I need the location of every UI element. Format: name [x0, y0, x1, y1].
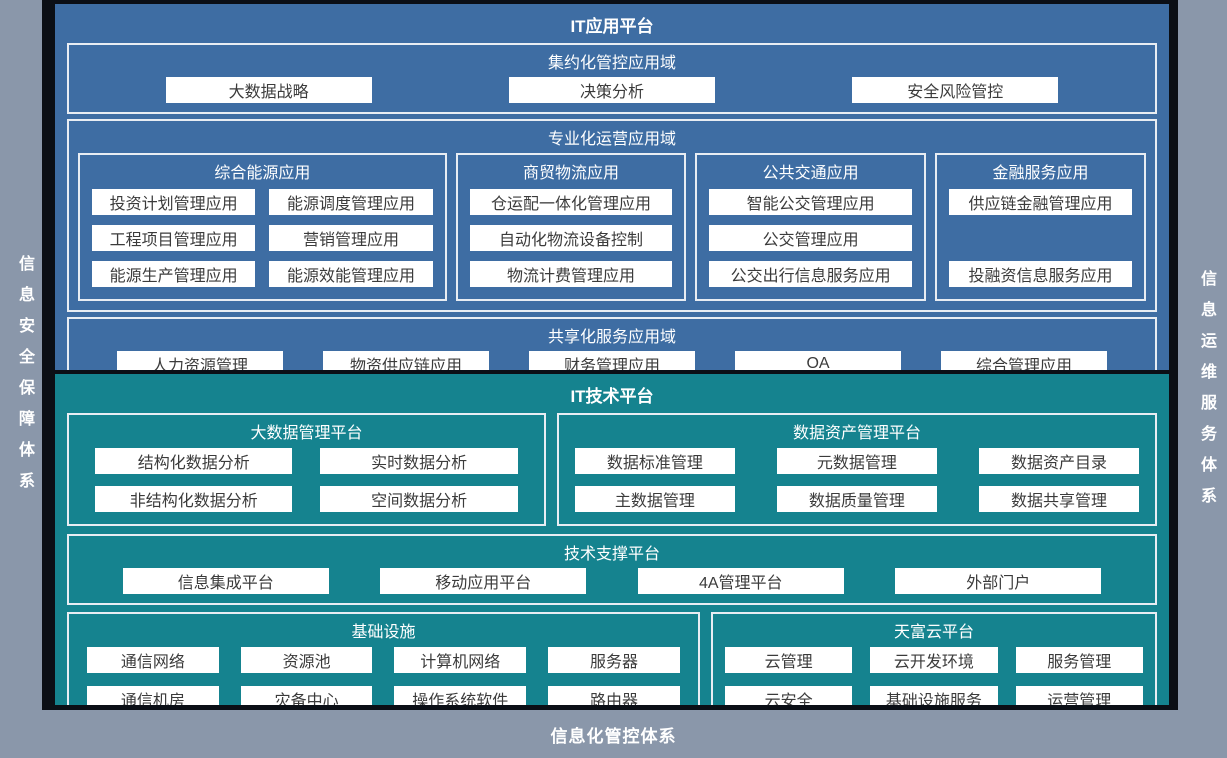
tech-item-box: 云安全	[724, 685, 853, 705]
app-item-box: 安全风险管控	[852, 77, 1059, 103]
group-financial-services: 金融服务应用 供应链金融管理应用投融资信息服务应用	[935, 153, 1146, 301]
group-title: 综合能源应用	[214, 165, 311, 182]
data-asset-items: 数据标准管理 元数据管理 数据资产目录主数据管理 数据质量管理 数据共享管理	[559, 445, 1155, 524]
tech-support-platform: 技术支撑平台 信息集成平台 移动应用平台 4A管理平台 外部门户	[67, 533, 1157, 605]
it-application-platform-section: IT应用平台 集约化管控应用域 大数据战略 决策分析 安全风险管控 专业化运营应用域…	[55, 4, 1169, 370]
tech-item-box: 数据共享管理	[978, 485, 1139, 512]
tech-item-box: 云开发环境	[870, 646, 998, 673]
tech-support-title: 技术支撑平台	[563, 545, 660, 563]
app-item-box: 物资供应链应用	[323, 351, 489, 370]
tech-item-box: 通信网络	[87, 646, 219, 673]
shared-domain-items: 人力资源管理 物资供应链应用 财务管理应用 OA 综合管理应用	[69, 349, 1155, 370]
infrastructure-title: 基础设施	[351, 623, 416, 641]
tech-item-box: 计算机网络	[394, 646, 527, 673]
group-items: 供应链金融管理应用投融资信息服务应用	[937, 185, 1144, 299]
tech-item-box: 主数据管理	[574, 485, 735, 512]
left-sidebar-label: 信息安全保障体系	[16, 255, 33, 503]
app-item-box: 仓运配一体化管理应用	[469, 189, 673, 215]
tech-item-box: 实时数据分析	[320, 447, 518, 474]
group-items: 投资计划管理应用能源调度管理应用工程项目管理应用营销管理应用能源生产管理应用能源…	[80, 185, 445, 299]
tech-item-box: 灾备中心	[240, 685, 373, 705]
tech-item-box: 基础设施服务	[870, 685, 998, 705]
infrastructure-items: 通信网络资源池计算机网络服务器通信机房 灾备中心 操作系统软件 路由器	[69, 644, 698, 705]
tech-item-box: 结构化数据分析	[95, 447, 293, 474]
app-item-box: 能源生产管理应用	[92, 261, 256, 287]
specialized-domain-title: 专业化运营应用域	[547, 131, 676, 148]
tech-support-items: 信息集成平台 移动应用平台 4A管理平台 外部门户	[69, 566, 1155, 603]
tech-item-box: 通信机房	[87, 685, 219, 705]
tech-item-box: 服务管理	[1015, 646, 1143, 673]
tech-item-box: 非结构化数据分析	[95, 485, 293, 512]
app-item-box: 能源调度管理应用	[269, 189, 433, 215]
app-item-box: 投融资信息服务应用	[949, 261, 1132, 287]
tech-item-box: 信息集成平台	[122, 567, 329, 594]
architecture-panel: IT应用平台 集约化管控应用域 大数据战略 决策分析 安全风险管控 专业化运营应用域…	[42, 0, 1178, 710]
app-item-box: 人力资源管理	[117, 351, 283, 370]
app-item-box: 投资计划管理应用	[92, 189, 256, 215]
app-item-box: 财务管理应用	[529, 351, 695, 370]
tech-item-box: 数据标准管理	[574, 447, 735, 474]
cloud-title: 天富云平台	[893, 623, 974, 641]
tech-item-box: 路由器	[548, 685, 680, 705]
tech-item-box: 资源池	[240, 646, 373, 673]
centralized-control-domain: 集约化管控应用域 大数据战略 决策分析 安全风险管控	[67, 43, 1157, 114]
group-items: 仓运配一体化管理应用自动化物流设备控制物流计费管理应用	[458, 185, 685, 299]
app-item-box: 工程项目管理应用	[92, 225, 256, 251]
centralized-domain-title: 集约化管控应用域	[547, 55, 676, 72]
bigdata-management-platform: 大数据管理平台 结构化数据分析实时数据分析非结构化数据分析空间数据分析	[67, 412, 546, 526]
app-item-box: 自动化物流设备控制	[469, 225, 673, 251]
data-asset-title: 数据资产管理平台	[792, 424, 921, 442]
group-items: 智能公交管理应用公交管理应用公交出行信息服务应用	[697, 185, 924, 299]
data-asset-management-platform: 数据资产管理平台 数据标准管理 元数据管理 数据资产目录主数据管理 数据质量管理 数据共…	[556, 412, 1157, 526]
bigdata-items: 结构化数据分析实时数据分析非结构化数据分析空间数据分析	[69, 445, 544, 524]
app-item-box: 公交出行信息服务应用	[709, 261, 913, 287]
tech-item-box: 元数据管理	[776, 447, 937, 474]
app-item-box: 供应链金融管理应用	[949, 189, 1132, 215]
app-item-box: 能源效能管理应用	[269, 261, 433, 287]
tech-item-box: 空间数据分析	[320, 485, 518, 512]
app-item-box: OA	[735, 351, 901, 370]
group-title: 公共交通应用	[762, 165, 859, 182]
right-sidebar-label: 信息运维服务体系	[1198, 270, 1215, 518]
tech-platform-title: IT技术平台	[570, 386, 654, 406]
app-platform-title: IT应用平台	[570, 17, 654, 36]
it-technology-platform-section: IT技术平台 大数据管理平台 结构化数据分析实时数据分析非结构化数据分析空间数据…	[55, 373, 1169, 705]
tech-item-box: 4A管理平台	[637, 567, 844, 594]
tech-item-box: 云管理	[724, 646, 853, 673]
tech-item-box: 外部门户	[895, 567, 1102, 594]
app-item-box: 物流计费管理应用	[469, 261, 673, 287]
infrastructure-group: 基础设施 通信网络资源池计算机网络服务器通信机房 灾备中心 操作系统软件 路由器	[67, 611, 700, 705]
centralized-domain-items: 大数据战略 决策分析 安全风险管控	[69, 75, 1155, 112]
specialized-operation-domain: 专业化运营应用域 综合能源应用 投资计划管理应用能源调度管理应用工程项目管理应用…	[67, 119, 1157, 312]
group-public-transport: 公共交通应用 智能公交管理应用公交管理应用公交出行信息服务应用	[695, 153, 927, 301]
app-item-box: 公交管理应用	[709, 225, 913, 251]
specialized-groups-row: 综合能源应用 投资计划管理应用能源调度管理应用工程项目管理应用营销管理应用能源生…	[69, 151, 1155, 310]
cloud-items: 云管理云开发环境服务管理云安全基础设施服务运营管理	[713, 644, 1155, 705]
bottom-bar-label: 信息化管控体系	[550, 726, 677, 746]
tech-item-box: 数据资产目录	[978, 447, 1139, 474]
bigdata-title: 大数据管理平台	[250, 424, 363, 442]
tech-item-box: 数据质量管理	[776, 485, 937, 512]
shared-service-domain: 共享化服务应用域 人力资源管理 物资供应链应用 财务管理应用 OA 综合管理应用	[67, 317, 1157, 370]
app-item-box: 智能公交管理应用	[709, 189, 913, 215]
group-title: 金融服务应用	[992, 165, 1089, 182]
tech-item-box: 服务器	[548, 646, 680, 673]
tech-item-box: 移动应用平台	[380, 567, 587, 594]
group-trade-logistics: 商贸物流应用 仓运配一体化管理应用自动化物流设备控制物流计费管理应用	[455, 153, 687, 301]
shared-domain-title: 共享化服务应用域	[547, 329, 676, 346]
tech-row-infrastructure: 基础设施 通信网络资源池计算机网络服务器通信机房 灾备中心 操作系统软件 路由器 天富…	[67, 611, 1157, 705]
tech-item-box: 操作系统软件	[394, 685, 527, 705]
tech-item-box: 运营管理	[1015, 685, 1143, 705]
app-item-box: 决策分析	[508, 77, 715, 103]
bottom-bar: 信息化管控体系	[0, 710, 1227, 758]
app-item-box: 大数据战略	[165, 77, 372, 103]
app-item-box: 综合管理应用	[941, 351, 1107, 370]
app-item-box: 营销管理应用	[269, 225, 433, 251]
tech-row-data: 大数据管理平台 结构化数据分析实时数据分析非结构化数据分析空间数据分析 数据资产…	[67, 412, 1157, 526]
group-title: 商贸物流应用	[522, 165, 619, 182]
tianfu-cloud-platform: 天富云平台 云管理云开发环境服务管理云安全基础设施服务运营管理	[710, 611, 1157, 705]
group-integrated-energy: 综合能源应用 投资计划管理应用能源调度管理应用工程项目管理应用营销管理应用能源生…	[78, 153, 447, 301]
